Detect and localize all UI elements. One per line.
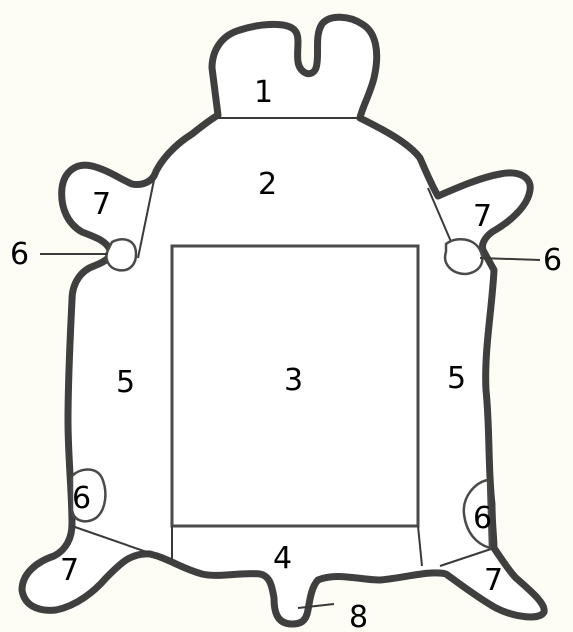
label-tail: 8 xyxy=(349,600,368,632)
label-hindleg-left: 7 xyxy=(60,553,79,588)
label-back: 3 xyxy=(284,363,303,398)
label-hindleg-right: 7 xyxy=(484,563,503,598)
label-pad-front-left: 6 xyxy=(10,237,29,272)
label-head: 1 xyxy=(254,75,273,110)
label-tail-region: 4 xyxy=(273,541,292,576)
label-pad-rear-left: 6 xyxy=(72,481,91,516)
label-side-right: 5 xyxy=(447,361,466,396)
hide-outline xyxy=(22,17,544,624)
front-right-pad-shape xyxy=(445,239,482,274)
label-pad-rear-right: 6 xyxy=(473,501,492,536)
label-foreleg-right: 7 xyxy=(473,199,492,234)
label-side-left: 5 xyxy=(116,365,135,400)
label-foreleg-left: 7 xyxy=(92,187,111,222)
front-left-pad-shape xyxy=(106,239,136,270)
label-shoulder: 2 xyxy=(258,167,277,202)
label-pad-front-right: 6 xyxy=(543,243,562,278)
